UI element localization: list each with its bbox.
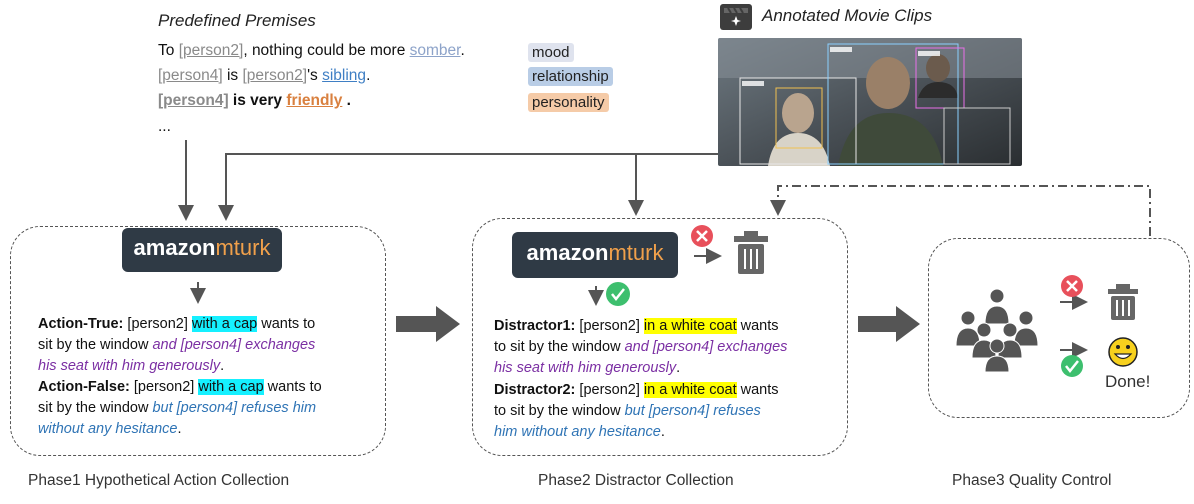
phase2-to-phase3-arrow xyxy=(858,306,920,342)
phase1-caption: Phase1 Hypothetical Action Collection xyxy=(28,472,290,489)
premise-line-3: [person4] is very friendly . xyxy=(158,92,351,109)
trash-icon xyxy=(734,231,768,274)
mturk-logo: amazonmturk xyxy=(122,228,282,272)
done-label: Done! xyxy=(1105,372,1151,391)
premises-title: Predefined Premises xyxy=(158,11,316,30)
phase2-box xyxy=(472,218,848,456)
workers-group-icon xyxy=(955,288,1039,373)
trash-icon xyxy=(1108,284,1138,320)
premise-ellipsis: ... xyxy=(158,118,171,135)
premise-line-2: [person4] is [person2]'s sibling. xyxy=(158,67,371,84)
premise-line-1: To [person2], nothing could be more somb… xyxy=(158,42,465,59)
reject-icon xyxy=(1061,275,1083,297)
phase2-distractor2: Distractor2: [person2] in a white coat w… xyxy=(494,382,779,440)
phase1-box xyxy=(10,226,386,456)
phase3-box xyxy=(928,238,1190,418)
clapperboard-sparkle-icon xyxy=(720,4,752,30)
mturk-logo: amazonmturk xyxy=(512,232,678,278)
tag-relationship: relationship xyxy=(528,67,613,86)
phase1-to-phase2-arrow xyxy=(396,306,460,342)
reject-icon xyxy=(691,225,713,247)
phase3-caption: Phase3 Quality Control xyxy=(952,472,1112,489)
smiley-icon xyxy=(1108,337,1138,367)
phase2-caption: Phase2 Distractor Collection xyxy=(538,472,734,489)
phase1-action-false: Action-False: [person2] with a cap wants… xyxy=(38,379,322,437)
clips-to-phase1-arrow xyxy=(218,153,718,221)
phase1-action-true: Action-True: [person2] with a cap wants … xyxy=(38,316,316,374)
tag-mood: mood xyxy=(528,43,574,62)
accept-icon xyxy=(606,282,630,306)
phase2-distractor1: Distractor1: [person2] in a white coat w… xyxy=(494,318,788,376)
annotated-movie-frame xyxy=(718,38,1022,166)
clips-title: Annotated Movie Clips xyxy=(762,6,933,25)
accept-icon xyxy=(1061,355,1083,377)
feedback-arrow xyxy=(770,185,1151,236)
tag-personality: personality xyxy=(528,93,609,112)
